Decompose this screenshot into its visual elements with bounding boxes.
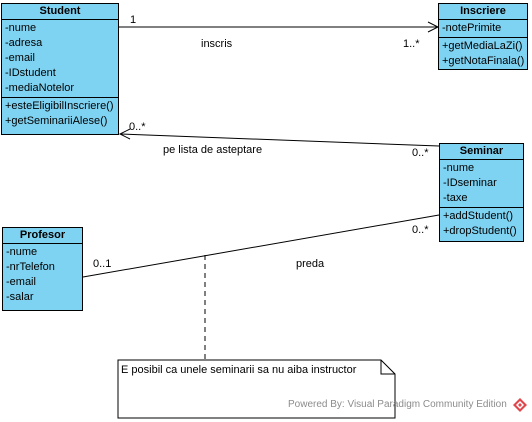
- operation: +esteEligibilInscriere(): [5, 100, 114, 112]
- attribute: -email: [5, 52, 35, 64]
- class-student[interactable]: Student -nume -adresa -email -IDstudent …: [1, 3, 119, 135]
- watermark-text: Powered By: Visual Paradigm Community Ed…: [288, 399, 507, 410]
- multiplicity-seminar-asteptare: 0..*: [412, 147, 429, 159]
- multiplicity-inscriere: 1..*: [403, 38, 420, 50]
- attribute: -salar: [6, 291, 34, 303]
- association-name-inscris: inscris: [201, 38, 233, 50]
- multiplicity-profesor: 0..1: [93, 258, 112, 270]
- visual-paradigm-logo-icon: [513, 398, 527, 412]
- class-name: Seminar: [440, 144, 523, 160]
- class-name: Student: [2, 4, 118, 20]
- operation: +getMediaLaZi(): [442, 40, 523, 52]
- association-preda-line[interactable]: [82, 214, 440, 278]
- attribute: -taxe: [443, 192, 468, 204]
- operations-section: +esteEligibilInscriere() +getSeminariiAl…: [2, 98, 118, 130]
- attributes-section: -nume -nrTelefon -email -salar: [3, 244, 82, 306]
- association-name-preda: preda: [296, 258, 325, 270]
- class-seminar[interactable]: Seminar -nume -IDseminar -taxe +addStude…: [439, 143, 524, 242]
- attribute: -nume: [6, 246, 38, 258]
- attribute: -mediaNotelor: [5, 82, 75, 94]
- operations-section: +addStudent() +dropStudent(): [440, 208, 523, 240]
- multiplicity-student-inscris: 1: [130, 14, 137, 26]
- operation: +dropStudent(): [443, 225, 517, 237]
- attributes-section: -notePrimite: [439, 20, 527, 38]
- attributes-section: -nume -adresa -email -IDstudent -mediaNo…: [2, 20, 118, 98]
- attribute: -notePrimite: [442, 22, 502, 34]
- operation: +addStudent(): [443, 210, 514, 222]
- association-asteptare-line[interactable]: [119, 133, 440, 147]
- note-shape: [117, 359, 396, 419]
- attributes-section: -nume -IDseminar -taxe: [440, 160, 523, 208]
- attribute: -adresa: [5, 37, 43, 49]
- class-name: Profesor: [3, 228, 82, 244]
- class-profesor[interactable]: Profesor -nume -nrTelefon -email -salar: [2, 227, 83, 311]
- attribute: -nrTelefon: [6, 261, 55, 273]
- multiplicity-seminar-preda: 0..*: [412, 224, 429, 236]
- attribute: -nume: [443, 162, 475, 174]
- operation: +getNotaFinala(): [442, 55, 525, 67]
- attribute: -email: [6, 276, 36, 288]
- note-corner-fold: [380, 360, 395, 375]
- arrowhead-student: [118, 128, 131, 140]
- attribute: -nume: [5, 22, 37, 34]
- class-name: Inscriere: [439, 4, 527, 20]
- association-name-asteptare: pe lista de asteptare: [163, 144, 263, 156]
- operation: +getSeminariiAlese(): [5, 115, 108, 127]
- attribute: -IDseminar: [443, 177, 497, 189]
- operations-section: +getMediaLaZi() +getNotaFinala(): [439, 38, 527, 70]
- multiplicity-student-asteptare: 0..*: [129, 121, 146, 133]
- note-text: E posibil ca unele seminarii sa nu aiba …: [121, 364, 357, 376]
- class-inscriere[interactable]: Inscriere -notePrimite +getMediaLaZi() +…: [438, 3, 528, 70]
- attribute: -IDstudent: [5, 67, 56, 79]
